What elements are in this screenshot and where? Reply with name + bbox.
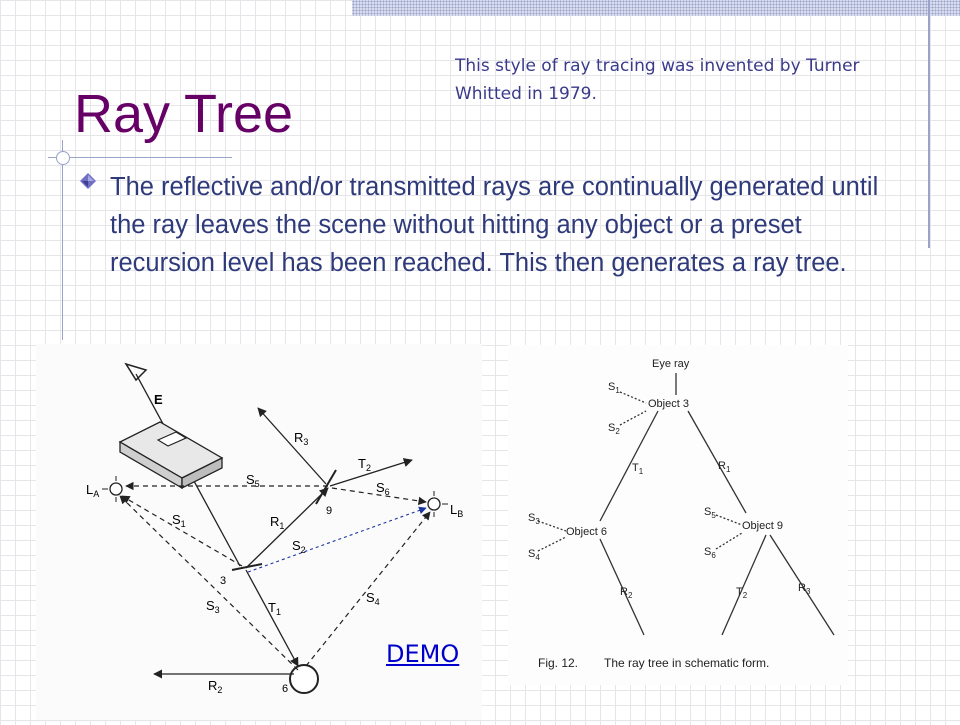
shadow-s2: [247, 506, 427, 573]
node-eye-ray: Eye ray: [652, 358, 690, 370]
left-decor-rule: [62, 140, 63, 340]
eye-arrowhead: [124, 362, 148, 382]
demo-link[interactable]: DEMO: [386, 640, 460, 668]
shadow-s3: [119, 495, 299, 671]
edge-label-r3: R3: [798, 582, 811, 596]
image-plane-block: [118, 421, 224, 490]
label-s6: S6: [376, 480, 390, 497]
label-la: LA: [86, 482, 99, 499]
label-r2: R2: [208, 678, 222, 695]
light-a-icon: [102, 476, 123, 502]
edge-s6: [715, 532, 743, 550]
label-point-9: 9: [326, 505, 332, 517]
edge-label-t1: T1: [632, 462, 644, 476]
shadow-s6: [331, 487, 427, 506]
edge-s1: [619, 391, 647, 404]
label-s4: S4: [366, 590, 380, 607]
edge-t1: [599, 410, 659, 522]
node-object-9: Object 9: [742, 520, 783, 532]
label-t1: T1: [268, 600, 281, 617]
title-underline-rule: [48, 157, 232, 158]
ray-t1: [245, 569, 299, 667]
edge-r2: [599, 538, 645, 636]
leaf-s4: S4: [528, 548, 540, 562]
light-b-icon: [427, 491, 448, 517]
label-r3: R3: [294, 430, 308, 447]
label-r1: R1: [270, 514, 284, 531]
surface-9: [315, 469, 337, 505]
right-decor-rule: [928, 0, 930, 248]
bullet-text: The reflective and/or transmitted rays a…: [110, 173, 879, 277]
label-s1: S1: [172, 512, 186, 529]
node-object-3: Object 3: [648, 398, 689, 410]
figure-caption: The ray tree in schematic form.: [604, 656, 769, 670]
ray-scene-figure: E LA LB S5 S6 S1 S2 S3 S4 R1 R3 R2 T1 T2…: [36, 344, 482, 720]
ray-t2: [329, 458, 413, 487]
edge-s2: [619, 410, 647, 426]
title-decor-circle: [56, 151, 70, 165]
label-lb: LB: [450, 502, 463, 519]
ray-tree-diagram: Eye ray Object 3 Object 6 Object 9 S1 S2…: [528, 358, 835, 670]
leaf-s5: S5: [704, 506, 716, 520]
ray-r3: [257, 407, 327, 485]
ray-tree-figure: Eye ray Object 3 Object 6 Object 9 S1 S2…: [508, 345, 848, 685]
diamond-bullet-icon: [80, 173, 96, 189]
label-s2: S2: [292, 538, 306, 555]
label-e: E: [154, 392, 163, 407]
leaf-s3: S3: [528, 512, 540, 526]
ray-r1: [245, 487, 329, 569]
edge-s3: [537, 520, 567, 532]
edge-s4: [537, 536, 567, 552]
node-object-6: Object 6: [566, 526, 607, 538]
edge-label-r2: R2: [620, 586, 633, 600]
edge-label-r1: R1: [718, 460, 731, 474]
edge-s5: [715, 514, 743, 526]
shadow-s4: [305, 511, 431, 667]
slide-title: Ray Tree: [74, 84, 294, 144]
leaf-s2: S2: [608, 422, 620, 436]
label-point-6: 6: [282, 683, 288, 695]
edge-label-t2: T2: [736, 586, 748, 600]
top-decor-band: [352, 0, 960, 16]
leaf-s1: S1: [608, 381, 620, 395]
edge-t2: [721, 534, 767, 636]
ray-scene-diagram: E LA LB S5 S6 S1 S2 S3 S4 R1 R3 R2 T1 T2…: [86, 362, 463, 695]
label-s3: S3: [206, 598, 220, 615]
figure-number: Fig. 12.: [538, 656, 578, 670]
label-t2: T2: [358, 456, 371, 473]
history-note: This style of ray tracing was invented b…: [455, 56, 860, 104]
leaf-s6: S6: [704, 546, 716, 560]
label-s5: S5: [246, 472, 260, 489]
sphere-6: [289, 664, 319, 694]
edge-r3: [769, 534, 835, 636]
shadow-s1: [121, 495, 243, 567]
label-point-3: 3: [220, 575, 226, 587]
edge-r1: [687, 410, 747, 514]
